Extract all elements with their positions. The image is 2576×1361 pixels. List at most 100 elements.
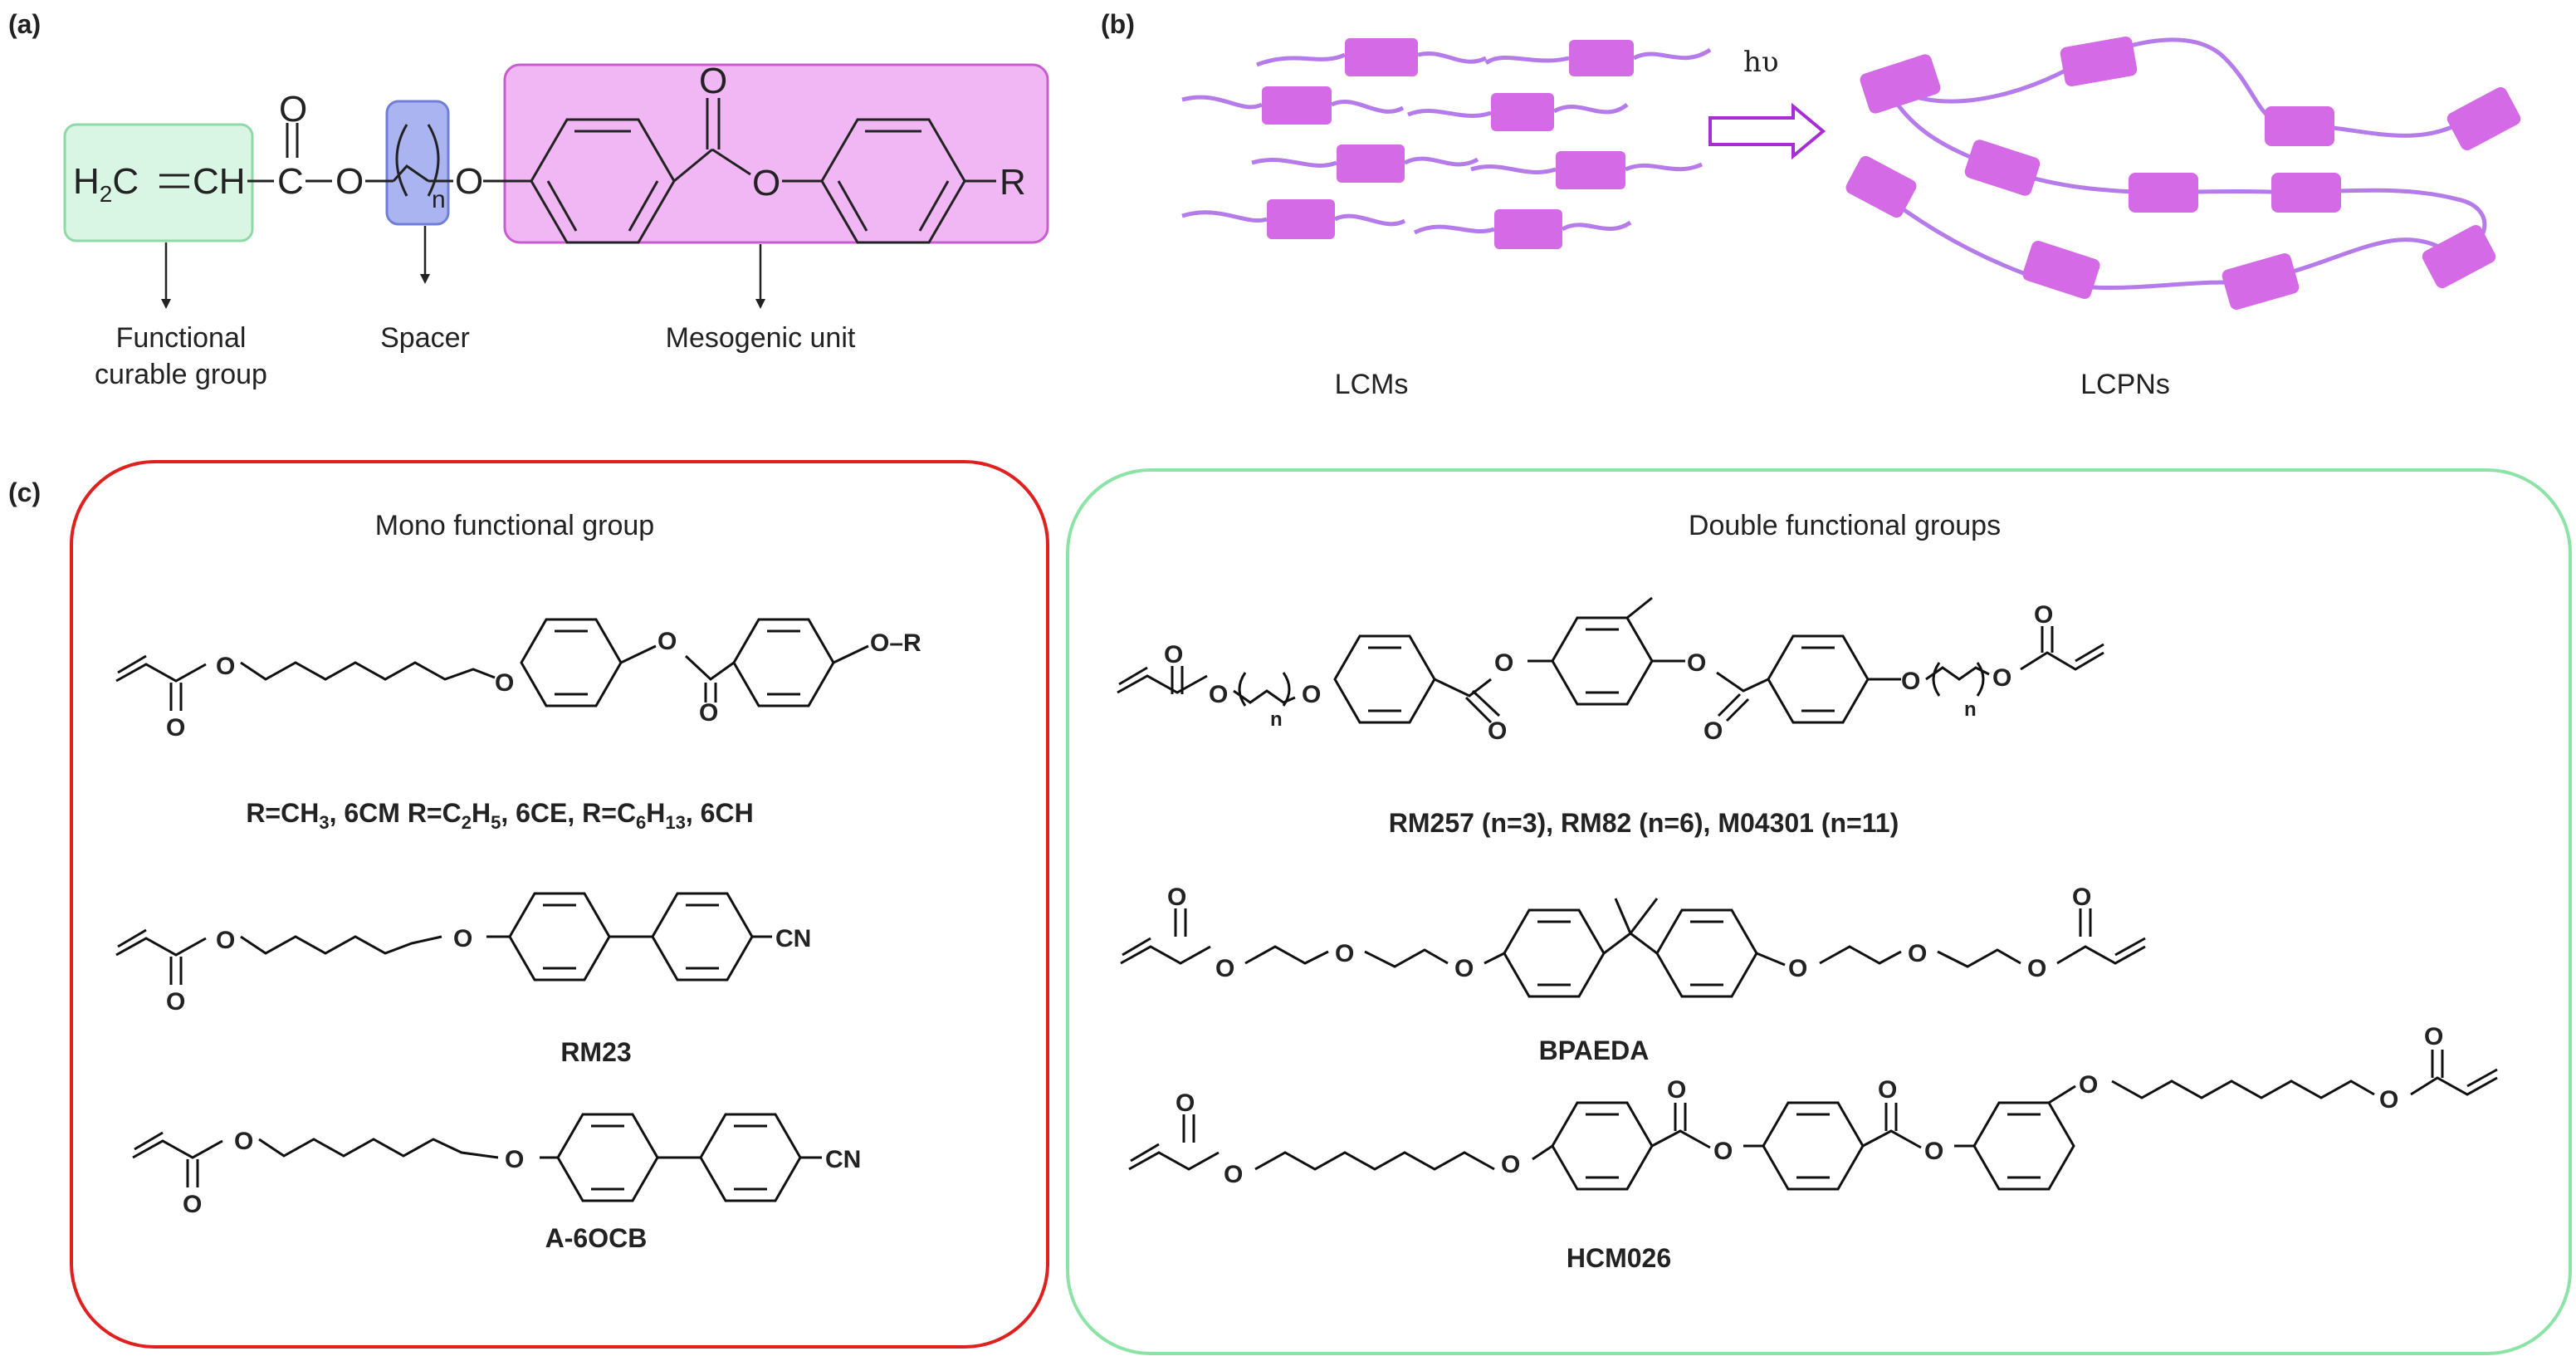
mesogen-block [2060,36,2138,87]
atom-o: O [1703,717,1723,745]
atom-o: O [1209,681,1228,708]
benzene-ring [1767,634,1870,724]
bond [833,644,869,664]
mesogen-block [1337,144,1405,183]
network-mesogens [1845,36,2521,310]
structure-rm23 [115,892,772,985]
structure-bpaeda [1120,898,2146,998]
atom-o: O [2034,601,2053,629]
acrylate-double [2466,1068,2498,1088]
r-group: R [1000,162,1026,203]
light-label: hυ [1743,46,1779,79]
ring-2-inner-c [918,180,950,232]
monomer-tail [1417,51,1488,64]
atom-o: O [1908,940,1927,967]
atom-o: O [216,653,235,680]
spacer-chain [392,164,429,183]
mesogen-block [1491,93,1554,131]
benzene-ring [1972,1101,2075,1191]
spacer-chain [1925,666,1990,681]
atom-o: O [1215,955,1234,982]
structure-rm257-name: RM257 (n=3), RM82 (n=6), M04301 (n=11) [1389,808,1899,838]
monomer-mesogens [1262,38,1634,249]
benzene-ring [699,1113,802,1202]
bond [1484,952,1505,965]
benzene-ring [1551,616,1654,706]
network-chain [1883,37,2484,138]
acrylate-backbone [2056,945,2146,965]
structure-6cm-caption: R=CH3, 6CM R=C2H5, 6CE, R=C6H13, 6CH [246,798,753,833]
acrylate-backbone [1120,945,1211,965]
structure-rm23-name: RM23 [560,1037,631,1067]
panel-c-tag: (c) [8,477,41,507]
bond-c-meso-o [711,148,751,176]
acrylate-double [2114,937,2146,957]
structure-rm257-atoms: O O n O O O O O O n O O [1164,601,2053,745]
monomer-tail [1330,100,1405,114]
mesogen-block [2265,106,2334,146]
double-functional-box [1066,468,2572,1355]
carbonyl-carbon: C [277,161,304,202]
atom-o: O [453,925,472,952]
atom-o: O [1901,668,1920,695]
panel-b-tag: (b) [1101,9,1135,39]
atom-o: O [2027,955,2046,982]
atom-o: O [1992,664,2011,692]
ester-oxygen: O [335,161,364,202]
mesogen-block [2222,253,2300,310]
methyl [1629,898,1659,934]
benzene-ring [1655,908,1758,998]
mesogen-block [1964,140,2041,196]
carbonyl-bond [1717,693,1742,717]
monomer-tail [1561,220,1632,232]
monomer-tail [1552,102,1629,115]
ethoxy-chain [1819,945,2021,968]
atom-o: O [1164,641,1183,668]
hexyl-chain [240,661,496,681]
mono-box-title: Mono functional group [375,510,654,541]
functional-pointer-head [161,299,171,309]
acrylate-backbone [132,1139,223,1159]
reaction-arrow [1708,102,1826,160]
benzene-ring [1762,1101,1865,1191]
ester-link [620,644,735,681]
mesogen-block [1569,40,1634,76]
atom-o: O [1667,1076,1686,1104]
pentyl-chain [240,935,442,955]
acrylate-backbone [1117,674,1208,694]
mesogenic-unit-highlight [503,63,1049,244]
functional-group-highlight [63,123,254,242]
benzene-ring [1333,634,1436,724]
label-functional-line2: curable group [95,359,267,390]
spacer-n: n [1964,698,1977,721]
monomer-tail [1413,224,1495,235]
atom-o-r: O–R [870,629,921,657]
panel-b: (b) [1101,9,2521,400]
mesogen-block [2271,173,2341,213]
atom-o: O [1501,1151,1520,1178]
bond [1630,932,1658,955]
atom-o: O [495,669,514,697]
double-box-title: Double functional groups [1689,510,2001,541]
mesogen-block [2422,224,2496,289]
monomer-tail [1403,156,1479,167]
atom-o: O [1302,681,1321,708]
network-chain [1866,181,2451,291]
structure-a6ocb-atoms: O O O CN [183,1128,861,1218]
spacer-parenthesis-right [427,124,440,197]
atom-o: O [1335,940,1354,967]
label-spacer: Spacer [380,322,470,354]
vinyl-ch: CH [193,161,246,202]
benzene-ring [508,892,611,982]
structure-6cm-series [115,618,869,711]
spacer-parenthesis-left [395,124,408,197]
meso-ester-oxygen: O [752,163,780,203]
acrylate-double [1118,666,1148,686]
atom-o: O [183,1191,202,1218]
ether-oxygen: O [455,161,483,202]
structure-6cm-atoms: O O O O O O–R [166,628,921,742]
atom-o: O [1176,1089,1195,1117]
panel-a: (a) H2C CH C O O n O [8,9,1049,390]
mesogen-block [2129,173,2198,213]
label-functional-line1: Functional [116,322,247,354]
